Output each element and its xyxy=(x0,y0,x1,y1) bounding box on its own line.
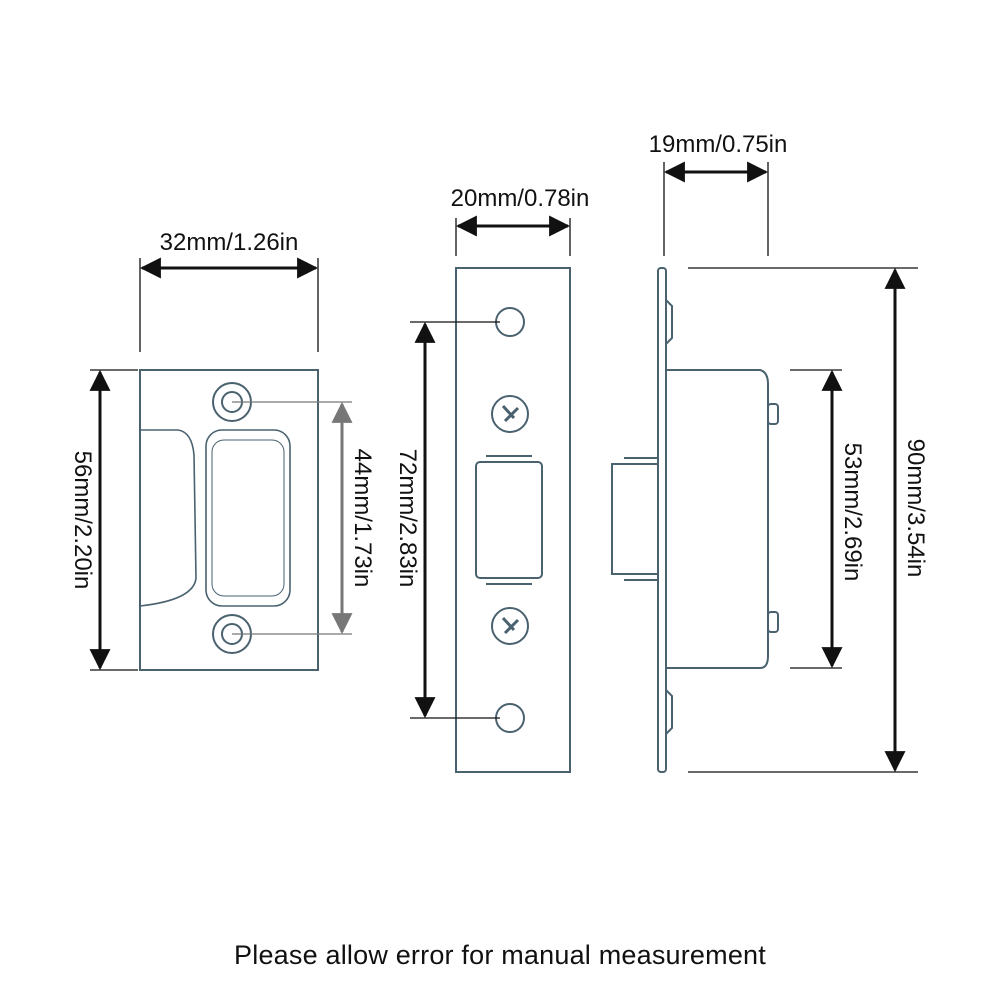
side-total-height-dimension xyxy=(688,267,918,773)
strike-width-label: 32mm/1.26in xyxy=(160,229,299,256)
strike-hole-spacing-dimension xyxy=(232,401,353,635)
side-latch-bolt xyxy=(611,463,659,575)
strike-hole-spacing-label: 44mm/1.73in xyxy=(349,449,376,588)
strike-plate-lip xyxy=(139,429,197,607)
measurement-note: Please allow error for manual measuremen… xyxy=(234,940,766,970)
side-depth-label: 19mm/0.75in xyxy=(649,131,788,158)
strike-plate-outline xyxy=(139,369,319,671)
strike-height-dimension xyxy=(89,369,138,671)
side-body-height-dimension xyxy=(790,369,843,669)
faceplate-width-dimension xyxy=(455,215,571,256)
side-depth-dimension xyxy=(663,161,769,256)
latch-side-view xyxy=(611,267,779,773)
strike-width-dimension xyxy=(139,257,319,352)
side-total-height-label: 90mm/3.54in xyxy=(902,439,929,578)
bottom-screw xyxy=(491,607,529,645)
latch-body xyxy=(666,369,769,669)
side-body-height-label: 53mm/2.69in xyxy=(839,443,866,582)
latch-bolt xyxy=(475,461,543,579)
faceplate-hole-spacing-dimension xyxy=(410,321,500,719)
strike-height-label: 56mm/2.20in xyxy=(69,451,96,590)
faceplate-outline xyxy=(455,267,571,773)
top-screw xyxy=(491,395,529,433)
faceplate-width-label: 20mm/0.78in xyxy=(451,185,590,212)
strike-plate-opening xyxy=(205,429,291,607)
faceplate-hole-spacing-label: 72mm/2.83in xyxy=(394,449,421,588)
latch-faceplate xyxy=(455,267,571,773)
